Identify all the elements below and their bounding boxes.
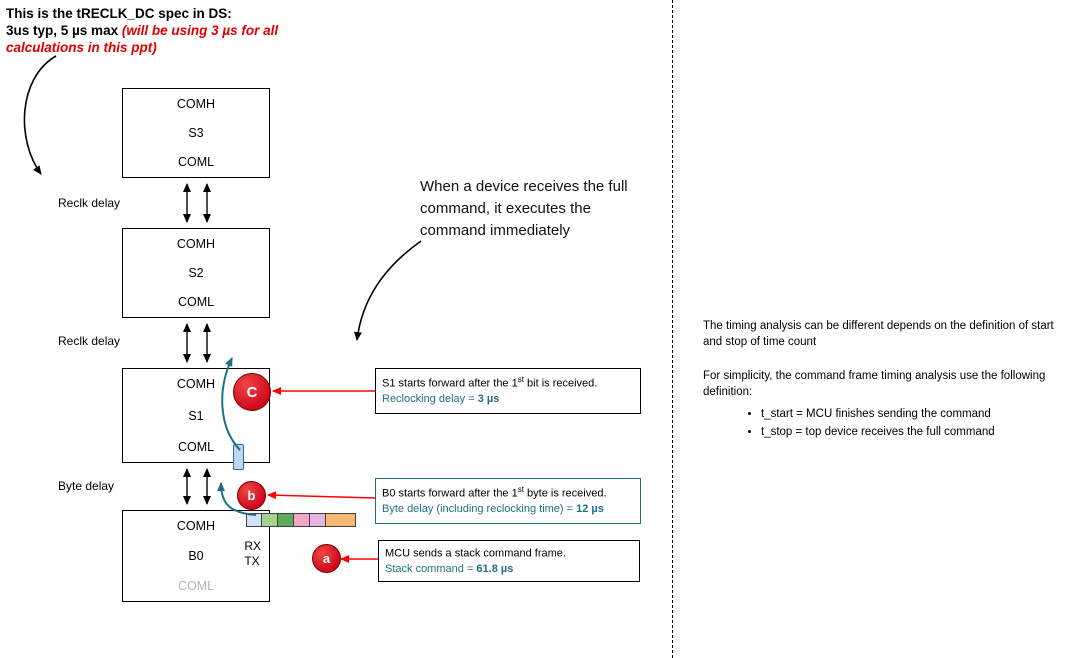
callout-c-line2: Reclocking delay = 3 µs bbox=[382, 393, 500, 406]
execution-note: When a device receives the full command,… bbox=[420, 178, 628, 239]
s2-comh-label: COMH bbox=[176, 237, 216, 251]
red-arrow-b bbox=[267, 491, 376, 500]
b0-rxtx-labels: RX TX bbox=[244, 539, 261, 569]
callout-byte-delay: B0 starts forward after the 1st byte is … bbox=[375, 478, 641, 524]
marker-circle-a: a bbox=[312, 544, 341, 573]
callout-b-line1: B0 starts forward after the 1st byte is … bbox=[382, 485, 607, 500]
device-box-s2: COMH S2 COML bbox=[122, 228, 270, 318]
bullet-t-start: t_start = MCU finishes sending the comma… bbox=[761, 406, 1075, 422]
marker-circle-b: b bbox=[237, 481, 266, 510]
b0-coml-label: COML bbox=[177, 579, 215, 593]
s1-coml-label: COML bbox=[177, 440, 215, 454]
callout-c-line1: S1 starts forward after the 1st bit is r… bbox=[382, 375, 598, 390]
frame-segment bbox=[294, 513, 310, 527]
frame-segment bbox=[326, 513, 356, 527]
s3-coml-label: COML bbox=[177, 155, 215, 169]
frame-segment bbox=[246, 513, 262, 527]
byte-delay-label: Byte delay bbox=[58, 479, 115, 493]
note-curved-arrow-icon bbox=[354, 240, 422, 341]
callout-stack-command: MCU sends a stack command frame. Stack c… bbox=[378, 540, 640, 582]
frame-segment bbox=[262, 513, 278, 527]
s1-name: S1 bbox=[188, 408, 204, 423]
first-bit-marker bbox=[233, 444, 244, 470]
device-box-b0: COMH B0 COML RX TX bbox=[122, 510, 270, 602]
reclk-delay-label-1: Reclk delay bbox=[58, 196, 121, 210]
timing-note-paragraph: The timing analysis can be different dep… bbox=[703, 320, 1054, 349]
bullet-t-stop: t_stop = top device receives the full co… bbox=[761, 424, 1075, 440]
frame-segment bbox=[278, 513, 294, 527]
spec-note: This is the tRECLK_DC spec in DS: 3us ty… bbox=[6, 6, 278, 57]
callout-a-line2: Stack command = 61.8 µs bbox=[385, 563, 514, 576]
callout-b-line2: Byte delay (including reclocking time) =… bbox=[382, 503, 604, 516]
s3-comh-label: COMH bbox=[176, 97, 216, 111]
section-divider bbox=[672, 0, 673, 658]
s3-name: S3 bbox=[188, 126, 204, 140]
callout-reclocking-delay: S1 starts forward after the 1st bit is r… bbox=[375, 368, 641, 414]
timing-definition-panel: The timing analysis can be different dep… bbox=[703, 318, 1075, 443]
reclk-delay-label-2: Reclk delay bbox=[58, 334, 121, 348]
link-arrows-s1-b0 bbox=[183, 468, 211, 505]
spec-note-line1: This is the tRECLK_DC spec in DS: bbox=[6, 6, 232, 21]
spec-note-line3: calculations in this ppt) bbox=[6, 39, 157, 55]
frame-segment bbox=[310, 513, 326, 527]
callout-a-line1: MCU sends a stack command frame. bbox=[385, 547, 566, 560]
link-arrows-s3-s2 bbox=[183, 183, 211, 223]
s2-name: S2 bbox=[188, 266, 204, 280]
definition-paragraph: For simplicity, the command frame timing… bbox=[703, 370, 1046, 399]
b0-tx-label: TX bbox=[244, 554, 260, 568]
b0-rx-label: RX bbox=[244, 539, 261, 553]
s1-comh-label: COMH bbox=[176, 377, 216, 391]
device-box-s3: COMH S3 COML bbox=[122, 88, 270, 178]
header-curved-arrow-icon bbox=[23, 55, 57, 175]
marker-circle-c: C bbox=[233, 373, 271, 411]
command-frame-segments bbox=[246, 513, 356, 527]
s2-coml-label: COML bbox=[177, 295, 215, 309]
b0-name: B0 bbox=[188, 549, 204, 563]
spec-note-line2: 3us typ, 5 µs max (will be using 3 µs fo… bbox=[6, 22, 279, 38]
definition-bullets: t_start = MCU finishes sending the comma… bbox=[703, 406, 1075, 440]
link-arrows-s2-s1 bbox=[183, 323, 211, 363]
device-box-s1: COMH S1 COML bbox=[122, 368, 270, 463]
b0-comh-label: COMH bbox=[176, 519, 216, 533]
